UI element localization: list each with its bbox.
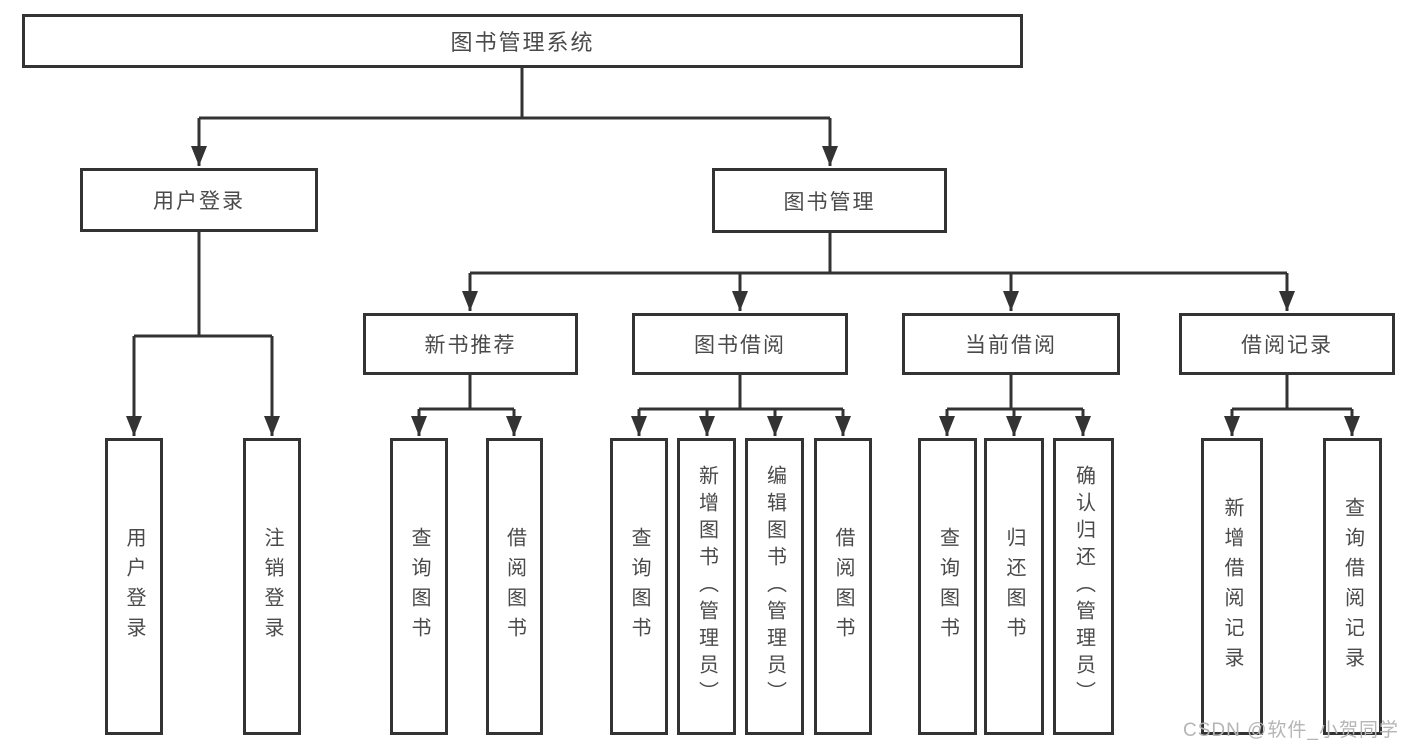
node-new-book-recommendation: 新书推荐: [363, 313, 578, 375]
leaf-user-login: 用户登录: [105, 438, 163, 735]
leaf-confirm-return-admin: 确认归还（管理员）: [1053, 438, 1114, 735]
leaf-borrow-books-borrowing: 借阅图书: [814, 438, 872, 735]
leaf-label: 查询图书: [936, 526, 959, 647]
leaf-label: 用户登录: [123, 526, 145, 647]
leaf-borrow-books-recommend: 借阅图书: [486, 438, 543, 735]
leaf-label: 借阅图书: [503, 526, 526, 647]
node-book-borrowing: 图书借阅: [632, 313, 848, 375]
leaf-return-books: 归还图书: [984, 438, 1044, 735]
leaf-label: 查询借阅记录: [1341, 496, 1364, 677]
node-book-management: 图书管理: [712, 168, 947, 233]
node-borrowing-records: 借阅记录: [1179, 313, 1395, 375]
leaf-label: 新增借阅记录: [1221, 496, 1243, 677]
leaf-edit-books-admin: 编辑图书（管理员）: [745, 438, 804, 735]
leaf-query-borrow-record: 查询借阅记录: [1323, 438, 1382, 735]
node-user-login: 用户登录: [80, 168, 318, 232]
leaf-logout: 注销登录: [243, 438, 301, 735]
watermark-text: CSDN @软件_小贺同学: [1183, 720, 1399, 741]
leaf-label: 借阅图书: [832, 526, 854, 647]
leaf-query-books-current: 查询图书: [918, 438, 977, 735]
leaf-add-borrow-record: 新增借阅记录: [1201, 438, 1263, 735]
leaf-label: 查询图书: [408, 526, 430, 647]
leaf-label: 编辑图书（管理员）: [763, 465, 786, 708]
leaf-label: 新增图书（管理员）: [695, 465, 718, 708]
leaf-query-books-borrowing: 查询图书: [610, 438, 668, 735]
leaf-label: 归还图书: [1003, 526, 1025, 647]
leaf-label: 查询图书: [628, 526, 650, 647]
node-library-management-system: 图书管理系统: [22, 14, 1023, 68]
leaf-label: 确认归还（管理员）: [1072, 465, 1095, 708]
leaf-label: 注销登录: [261, 526, 283, 647]
leaf-add-books-admin: 新增图书（管理员）: [677, 438, 736, 735]
node-current-borrowing: 当前借阅: [902, 313, 1120, 375]
leaf-query-books-recommend: 查询图书: [390, 438, 448, 735]
